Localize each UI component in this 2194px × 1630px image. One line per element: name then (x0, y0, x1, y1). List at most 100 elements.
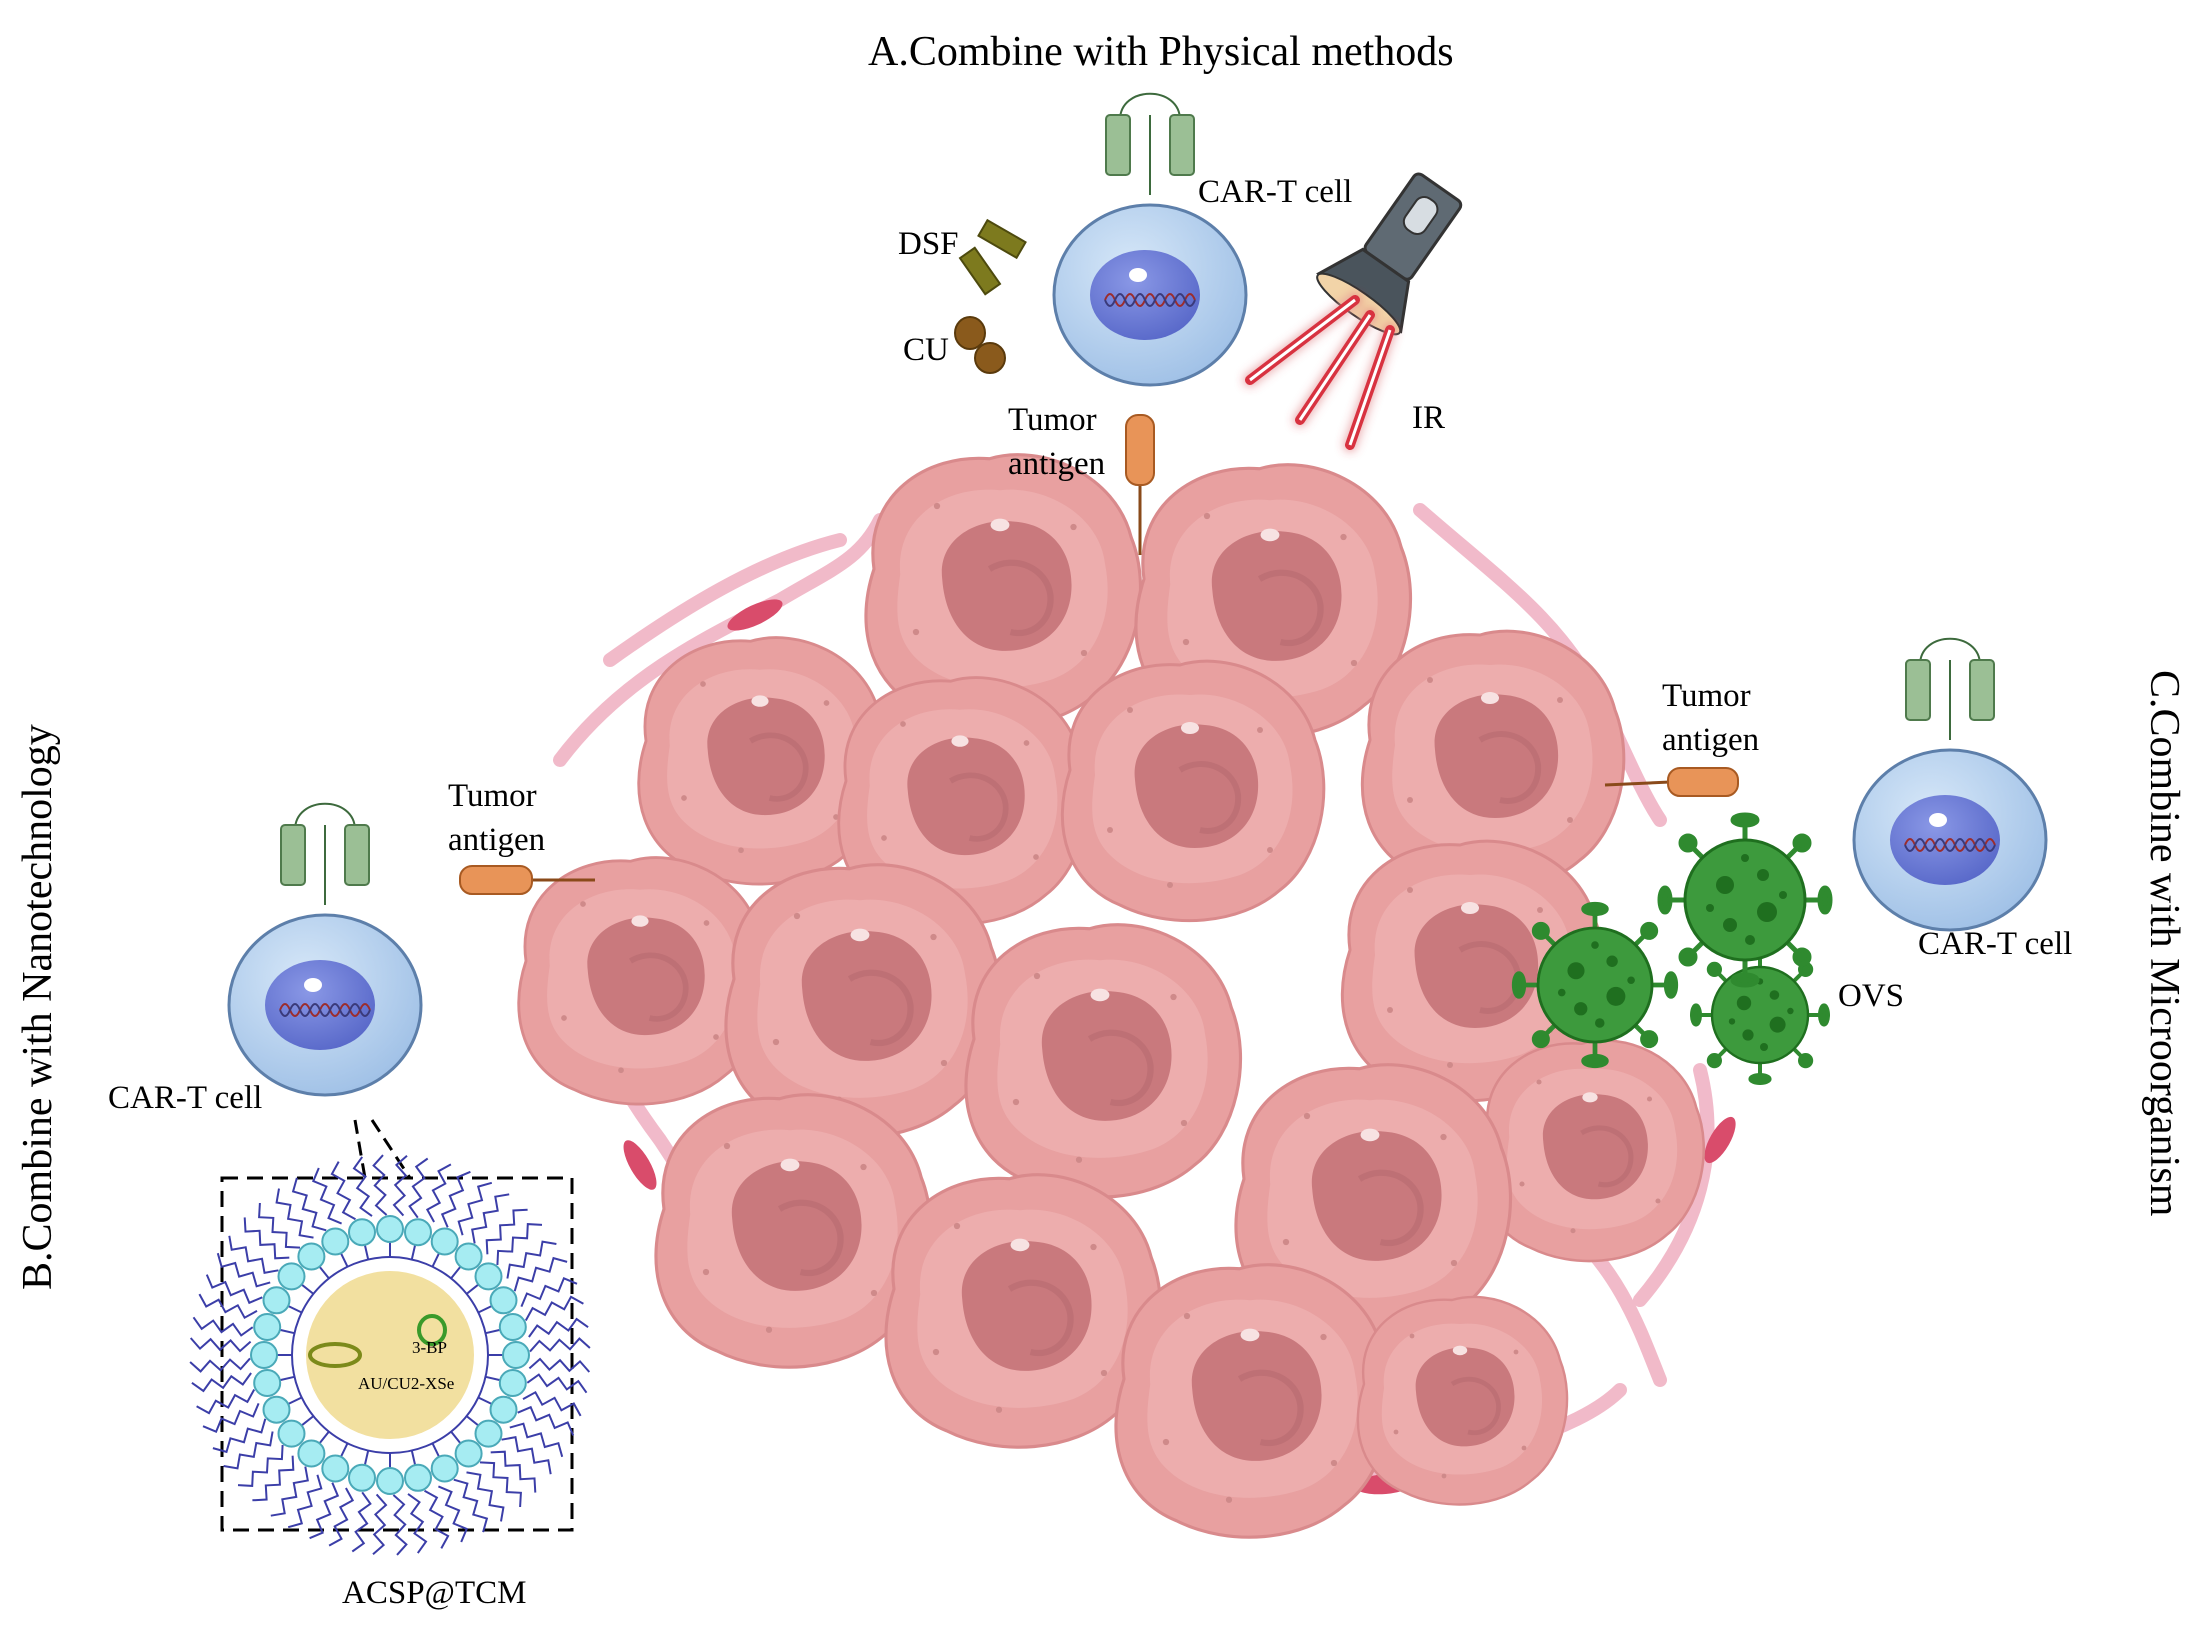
lipid-tail (309, 1482, 340, 1540)
tumor-antigen-top-label-1: Tumor (1008, 402, 1097, 438)
lipid-tail (529, 1337, 591, 1353)
lipid-tail (237, 1444, 284, 1487)
lipid-tail (490, 1450, 537, 1493)
lipid-tail (501, 1436, 552, 1475)
car-t-cell-a (1052, 92, 1248, 387)
lipid-tail (522, 1390, 582, 1417)
tumor-antigen-left (459, 865, 595, 895)
lipid-tail (466, 1471, 505, 1522)
tumor-mass (519, 455, 1704, 1537)
lipid-head-bead (474, 1262, 503, 1291)
lipid-tail (440, 1170, 471, 1228)
lipid-tail (408, 1157, 429, 1219)
lipid-tail (196, 1389, 256, 1415)
lipid-tail (392, 1154, 408, 1217)
lipid-head-bead (489, 1286, 518, 1315)
car-t-label-c: CAR-T cell (1918, 926, 2073, 962)
lipid-head-bead (321, 1454, 350, 1483)
lipid-tail (311, 1167, 342, 1225)
lipid-tail (352, 1156, 373, 1217)
tumor-antigen-right-label-2: antigen (1662, 722, 1760, 758)
lipid-head-bead (376, 1215, 404, 1243)
car-t-label-b: CAR-T cell (108, 1080, 263, 1116)
lipid-tail (372, 1154, 388, 1216)
lipid-head-bead (474, 1419, 503, 1448)
lipid-tail (496, 1223, 543, 1266)
title-nanotechnology: B.Combine with Nanotechnology (15, 724, 61, 1290)
lipid-tail (407, 1493, 428, 1554)
lipid-head-bead (253, 1369, 282, 1397)
lipid-head-bead (454, 1439, 483, 1468)
lipid-tail (517, 1405, 575, 1436)
bp-label: 3-BP (412, 1338, 447, 1357)
dsf-drug-icon (958, 218, 1027, 296)
title-microorganism: C.Combine with Microorganism (2141, 670, 2187, 1217)
lipid-tail (520, 1276, 578, 1307)
lipid-head-bead (404, 1463, 432, 1492)
lipid-tail (513, 1256, 568, 1292)
lipid-tail (191, 1372, 252, 1393)
lipid-tail (228, 1235, 279, 1274)
lipid-tail (291, 1177, 327, 1232)
lipid-tail (506, 1240, 557, 1279)
car-t-label-a: CAR-T cell (1198, 174, 1353, 210)
tumor-antigen-right-label-1: Tumor (1662, 678, 1751, 714)
lipid-head-bead (297, 1439, 326, 1468)
lipid-tail (425, 1163, 452, 1223)
lipid-head-bead (348, 1218, 376, 1247)
cu-particle-icon (954, 316, 1006, 374)
liposome-icon (189, 1154, 591, 1556)
lipid-tail (509, 1422, 564, 1458)
lipid-tail (424, 1489, 450, 1549)
lipid-head-bead (348, 1463, 376, 1492)
lipid-head-bead (498, 1369, 527, 1397)
lipid-tail (330, 1161, 356, 1221)
lipid-tail (438, 1485, 469, 1543)
lipid-tail (216, 1252, 271, 1288)
lipid-tail (223, 1431, 274, 1470)
ovs-label: OVS (1838, 978, 1905, 1014)
title-physical-methods: A.Combine with Physical methods (868, 29, 1454, 75)
ir-label: IR (1412, 400, 1445, 436)
lipid-tail (453, 1478, 489, 1533)
lipid-head-bead (321, 1227, 350, 1256)
tumor-antigen-left-label-1: Tumor (448, 778, 537, 814)
lipid-tail (351, 1491, 372, 1553)
lipid-head-bead (253, 1313, 282, 1341)
ir-flashlight-icon (1316, 172, 1463, 336)
lipid-tail (202, 1403, 260, 1434)
tumor-antigen-left-label-2: antigen (448, 822, 546, 858)
lipid-tail (275, 1188, 314, 1239)
lipid-head-bead (376, 1467, 404, 1495)
cu-label: CU (903, 332, 949, 368)
lipid-tail (205, 1274, 263, 1305)
car-t-cell-c (1852, 637, 2048, 932)
lipid-tail (212, 1418, 267, 1454)
lipid-tail (524, 1295, 584, 1321)
tumor-antigen-top (1125, 414, 1155, 555)
lipid-head-bead (262, 1395, 291, 1424)
tumor-antigen-right (1604, 767, 1739, 797)
lipid-tail (328, 1487, 355, 1547)
lipid-tail (528, 1317, 589, 1338)
lipid-tail (192, 1316, 254, 1337)
lipid-head-bead (250, 1341, 278, 1369)
lipid-head-bead (502, 1341, 530, 1369)
tumor-antigen-top-label-2: antigen (1008, 446, 1106, 482)
lipid-head-bead (454, 1242, 483, 1271)
lipid-tail (457, 1181, 493, 1236)
lipid-head-bead (277, 1419, 306, 1448)
ir-laser-beams (1245, 295, 1395, 450)
lipid-tail (528, 1357, 591, 1373)
lipid-head-bead (489, 1395, 518, 1424)
lipid-tail (526, 1373, 588, 1394)
lipid-tail (479, 1461, 522, 1508)
lipid-tail (252, 1455, 295, 1502)
au-cu-label: AU/CU2-XSe (358, 1374, 455, 1393)
lipid-tail (243, 1217, 290, 1260)
lipid-tail (372, 1493, 388, 1556)
dsf-label: DSF (898, 226, 959, 262)
lipid-tail (189, 1337, 252, 1353)
car-t-cell-b (227, 802, 423, 1097)
